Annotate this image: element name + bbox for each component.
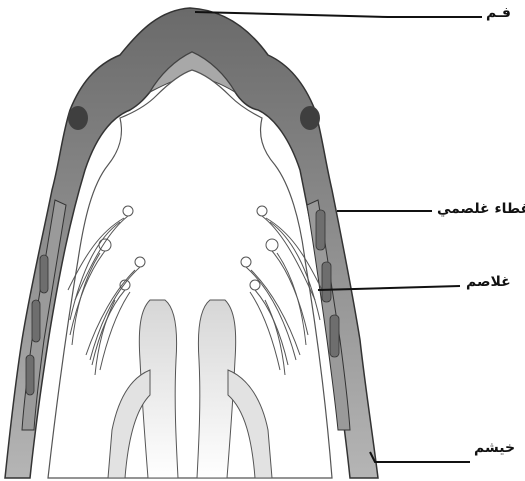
label-gills: غلاصم bbox=[466, 275, 511, 289]
label-fish: خيشم bbox=[474, 441, 515, 455]
leader-fish bbox=[370, 452, 470, 462]
right-eye-spot bbox=[300, 106, 320, 130]
leader-mouth bbox=[195, 12, 482, 17]
label-mouth: فـم bbox=[486, 6, 511, 20]
label-gill-cover: غطاء غلصمي bbox=[437, 202, 525, 216]
left-eye-spot bbox=[68, 106, 88, 130]
